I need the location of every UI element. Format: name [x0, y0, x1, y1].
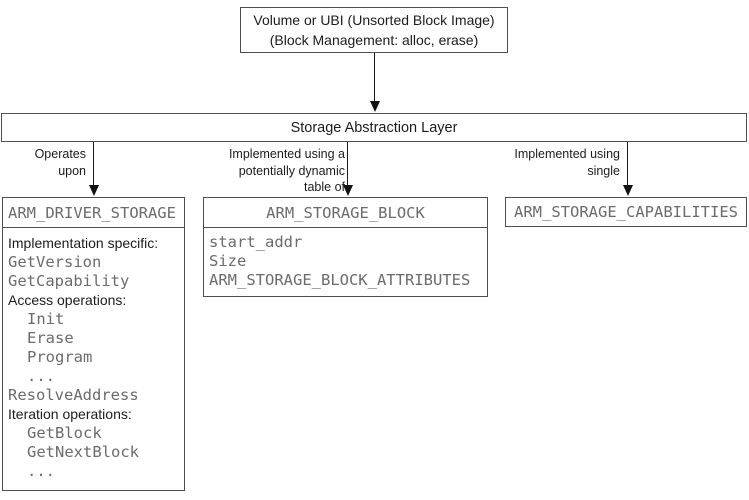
arm-storage-block-box: ARM_STORAGE_BLOCK start_addr Size ARM_ST…	[203, 197, 488, 297]
volume-ubi-line1: Volume or UBI (Unsorted Block Image)	[253, 12, 495, 28]
edge-label-line: Implemented using a	[228, 147, 345, 161]
driver-item: Erase	[27, 329, 74, 347]
storage-abstraction-layer-box: Storage Abstraction Layer	[1, 113, 747, 142]
driver-item: ResolveAddress	[8, 386, 139, 404]
driver-item: ...	[27, 367, 55, 385]
arrow-down-icon	[370, 101, 380, 112]
driver-item: GetVersion	[8, 253, 102, 271]
edge-label-single: Implemented using single	[495, 146, 620, 179]
arrow-down-icon	[89, 185, 99, 196]
block-field: Size	[209, 252, 247, 270]
edge-label-dynamic-table: Implemented using a potentially dynamic …	[221, 146, 345, 196]
driver-item: Access operations:	[8, 292, 127, 308]
connector-top-line	[374, 53, 375, 102]
arrow-down-icon	[623, 185, 633, 196]
edge-label-line: upon	[58, 163, 86, 178]
arm-storage-capabilities-box: ARM_STORAGE_CAPABILITIES	[505, 197, 747, 227]
edge-label-line: table of	[303, 180, 345, 194]
arm-driver-storage-body: Implementation specific: GetVersion GetC…	[3, 228, 184, 481]
arrow-down-icon	[343, 185, 353, 196]
edge-label-line: Implemented using	[514, 147, 620, 161]
volume-ubi-box: Volume or UBI (Unsorted Block Image) (Bl…	[240, 7, 508, 53]
edge-label-line: single	[587, 163, 620, 178]
arm-storage-capabilities-title: ARM_STORAGE_CAPABILITIES	[514, 203, 738, 221]
driver-item: Program	[27, 348, 93, 366]
driver-item: ...	[27, 462, 55, 480]
block-field: start_addr	[209, 233, 303, 251]
arm-driver-storage-box: ARM_DRIVER_STORAGE Implementation specif…	[2, 197, 185, 491]
connector-right-line	[627, 142, 628, 185]
arm-storage-block-title: ARM_STORAGE_BLOCK	[204, 198, 487, 228]
driver-item: Iteration operations:	[8, 406, 132, 422]
driver-item: Implementation specific:	[8, 235, 159, 251]
arm-driver-storage-title: ARM_DRIVER_STORAGE	[3, 198, 184, 228]
arm-storage-block-body: start_addr Size ARM_STORAGE_BLOCK_ATTRIB…	[204, 228, 487, 290]
storage-abstraction-layer-label: Storage Abstraction Layer	[290, 119, 458, 136]
driver-item: Init	[27, 310, 65, 328]
driver-item: GetNextBlock	[27, 443, 139, 461]
driver-item: GetBlock	[27, 424, 102, 442]
block-field: ARM_STORAGE_BLOCK_ATTRIBUTES	[209, 271, 471, 289]
edge-label-line: Operates	[34, 147, 86, 161]
edge-label-line: potentially dynamic	[238, 163, 345, 178]
driver-item: GetCapability	[8, 272, 130, 290]
connector-middle-line	[347, 142, 348, 185]
volume-ubi-line2: (Block Management: alloc, erase)	[269, 32, 479, 48]
connector-left-line	[93, 142, 94, 185]
edge-label-operates-upon: Operates upon	[6, 146, 86, 179]
